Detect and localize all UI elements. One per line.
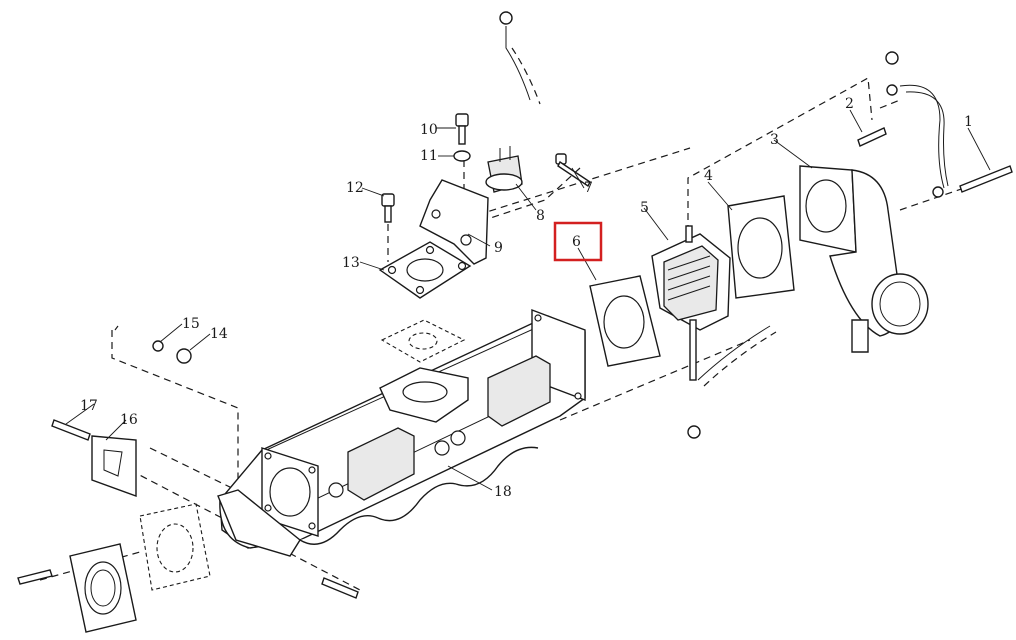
gasket-4: [727, 195, 795, 299]
leader-lines: [65, 109, 991, 491]
callout-8: 8: [536, 208, 545, 224]
wires: [505, 26, 949, 387]
cover-plate: [91, 435, 137, 497]
callout-9: 9: [494, 240, 503, 256]
exhaust-manifold: [219, 308, 586, 549]
callout-16: 16: [120, 412, 138, 428]
dashed-gasket: [380, 319, 466, 363]
bracket: [419, 179, 489, 265]
flange-plate: [378, 241, 472, 299]
callout-12: 12: [346, 180, 364, 196]
gasket-6: [589, 275, 661, 367]
callout-10: 10: [420, 122, 438, 138]
callout-1: 1: [964, 114, 973, 130]
callout-18: 18: [494, 484, 512, 500]
fasteners: [17, 11, 1013, 599]
callout-15: 15: [182, 316, 200, 332]
callout-labels: 1 2 3 4 5 6 7 8 9 10 11 12 13 14 15 16 1…: [80, 96, 973, 500]
callout-3: 3: [770, 132, 779, 148]
left-flange: [69, 543, 137, 633]
callout-4: 4: [704, 168, 713, 184]
callout-14: 14: [210, 326, 228, 342]
callout-5: 5: [640, 200, 649, 216]
callout-17: 17: [80, 398, 98, 414]
manifold-end-elbow: [217, 489, 301, 557]
valve-body: [651, 225, 731, 381]
callout-6: 6: [572, 234, 581, 250]
callout-7: 7: [584, 180, 593, 196]
callout-2: 2: [845, 96, 854, 112]
left-gasket: [139, 503, 211, 591]
highlight-box: [553, 221, 603, 262]
switch-component: [485, 146, 523, 193]
elbow-pipe: [799, 165, 929, 353]
callout-11: 11: [420, 148, 438, 164]
callout-13: 13: [342, 255, 360, 271]
